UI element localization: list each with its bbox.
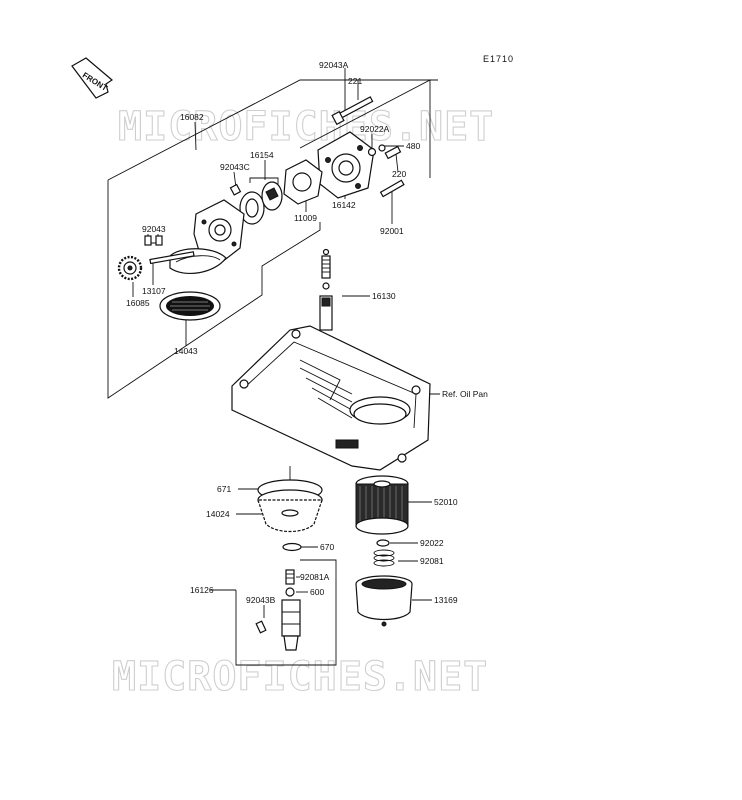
label-600: 600 [310, 587, 324, 597]
bypass-valve-16130 [319, 248, 333, 331]
label-14024: 14024 [206, 509, 230, 519]
bolt-221 [331, 96, 374, 126]
label-671: 671 [217, 484, 231, 494]
watermark-bottom: MICROFICHES.NET [112, 654, 488, 700]
o-ring-670 [282, 542, 302, 552]
label-92081: 92081 [420, 556, 444, 566]
label-92022: 92022 [420, 538, 444, 548]
label-480: 480 [406, 141, 420, 151]
bolt-92001 [379, 179, 405, 198]
oil-filter-52010 [355, 475, 409, 535]
diagram-code: E1710 [483, 54, 514, 64]
label-14043: 14043 [174, 346, 198, 356]
label-221: 221 [348, 76, 362, 86]
label-13169: 13169 [434, 595, 458, 605]
leader-lines [132, 68, 440, 618]
washer-92022 [376, 539, 390, 547]
label-16130: 16130 [372, 291, 396, 301]
front-arrow-icon: FRONT [71, 57, 113, 99]
label-16154: 16154 [250, 150, 274, 160]
oil-pump-outline [107, 79, 438, 399]
label-92043: 92043 [142, 224, 166, 234]
label-16126: 16126 [190, 585, 214, 595]
label-92043B: 92043B [246, 595, 276, 605]
label-92043A: 92043A [319, 60, 349, 70]
label-16082: 16082 [180, 112, 204, 122]
watermark-top: MICROFICHES.NET [118, 104, 494, 150]
relief-valve-box [235, 559, 337, 666]
gasket-11009 [283, 159, 323, 205]
spring-92081 [373, 549, 395, 567]
relief-valve-body [281, 599, 301, 651]
label-ref-oil-pan: Ref. Oil Pan [442, 389, 488, 399]
bolt-220 [384, 145, 402, 160]
label-16142: 16142 [332, 200, 356, 210]
label-92043C: 92043C [220, 162, 250, 172]
pin-92043B [255, 620, 267, 634]
label-11009: 11009 [294, 213, 317, 223]
label-16085: 16085 [126, 298, 150, 308]
oil-pan [231, 325, 431, 471]
pump-body [169, 199, 245, 275]
spring-92081A [285, 569, 295, 585]
label-92022A: 92022A [360, 124, 390, 134]
pins-92043 [144, 235, 163, 246]
label-13107: 13107 [142, 286, 166, 296]
part-labels: 92043A 221 16082 92022A 480 16154 92043C… [126, 60, 488, 605]
shaft-13107 [149, 251, 195, 265]
label-220: 220 [392, 169, 406, 179]
label-670: 670 [320, 542, 334, 552]
filter-bowl-13169 [355, 575, 413, 627]
sprocket-16085 [117, 255, 143, 281]
label-92081A: 92081A [300, 572, 330, 582]
label-52010: 52010 [434, 497, 458, 507]
label-92001: 92001 [380, 226, 404, 236]
ball-600 [285, 587, 295, 597]
filter-cover-14024 [257, 466, 323, 533]
pin-92043C [229, 183, 242, 196]
screen-14043 [159, 291, 221, 321]
rotor-16154 [239, 181, 283, 225]
washer-480 [367, 144, 386, 157]
